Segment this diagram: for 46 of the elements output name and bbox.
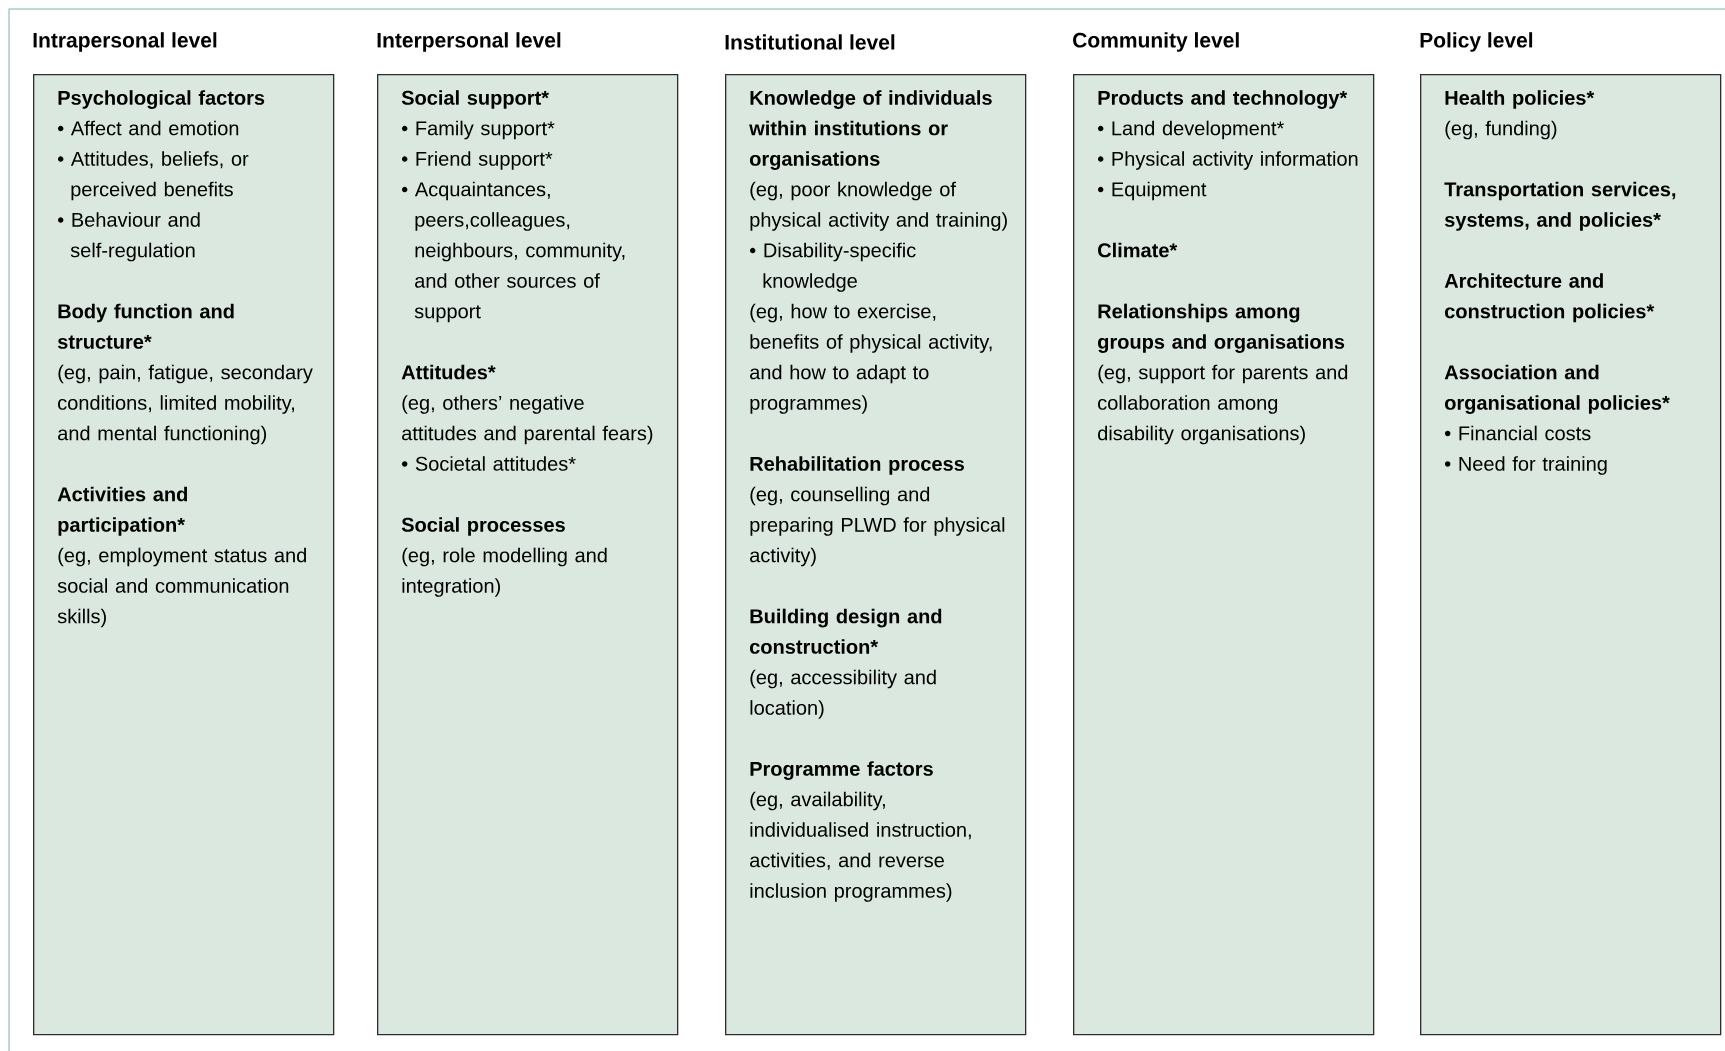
factor-heading: Transportation services, systems, and policies* bbox=[1444, 181, 1676, 231]
bullet-item: • Equipment bbox=[1098, 181, 1207, 201]
column-heading: Interpersonal level bbox=[377, 32, 561, 52]
factor-description: (eg, availability, individualised instruction, activities, and reverse inclusion programmes) bbox=[750, 791, 971, 902]
bullet-item: • Physical activity information bbox=[1098, 151, 1358, 170]
factor-heading: Attitudes* bbox=[401, 364, 496, 380]
bullet-item: • Friend support* bbox=[402, 151, 553, 170]
factor-heading: Products and technology* bbox=[1098, 90, 1348, 109]
column-heading: Policy level bbox=[1420, 32, 1533, 52]
bullet-item: • Affect and emotion bbox=[58, 120, 239, 136]
factor-description: (eg, counselling and preparing PLWD for physical activity) bbox=[750, 486, 1005, 567]
factor-description: (eg, accessibility and location) bbox=[750, 669, 936, 719]
factor-description: (eg, how to exercise, benefits of physical activity, and how to adapt to programmes) bbox=[750, 303, 992, 414]
bullet-item: • Need for training bbox=[1445, 456, 1607, 475]
factor-heading: Social processes bbox=[401, 517, 565, 536]
factor-description: (eg, poor knowledge of physical activity and training) bbox=[750, 181, 1007, 231]
factor-heading: Relationships among groups and organisations bbox=[1098, 303, 1345, 353]
factor-heading: Social support* bbox=[401, 90, 549, 109]
bullet-item: • Behaviour and self-regulation bbox=[58, 212, 200, 262]
factor-heading: Programme factors bbox=[750, 761, 933, 780]
factor-description: (eg, others’ negative attitudes and parental fears) bbox=[402, 395, 653, 445]
column-heading: Intrapersonal level bbox=[33, 32, 217, 52]
bullet-item: • Financial costs bbox=[1445, 425, 1591, 441]
column-heading: Community level bbox=[1073, 32, 1239, 52]
factor-description: (eg, funding) bbox=[1445, 120, 1557, 140]
factor-heading: Health policies* bbox=[1445, 90, 1595, 109]
factor-heading: Rehabilitation process bbox=[750, 456, 964, 475]
bullet-item: • Land development* bbox=[1098, 120, 1284, 140]
factor-description: (eg, role modelling and integration) bbox=[402, 547, 607, 597]
column-heading: Institutional level bbox=[725, 34, 895, 50]
factor-heading: Knowledge of individuals within institutions or organisations bbox=[749, 90, 992, 170]
factor-heading: Building design and construction* bbox=[750, 608, 942, 654]
factor-description: (eg, pain, fatigue, secondary conditions, limited mobility, and mental functioning) bbox=[58, 364, 313, 445]
factor-heading: Psychological factors bbox=[58, 90, 265, 109]
bullet-item: • Societal attitudes* bbox=[402, 456, 576, 471]
factor-description: (eg, employment status and social and communication skills) bbox=[57, 547, 306, 628]
bullet-item: • Acquaintances, peers,colleagues, neighbours, community, and other sources of support bbox=[402, 181, 625, 323]
bullet-item: • Family support* bbox=[402, 120, 555, 140]
factor-description: (eg, support for parents and collaboration among disability organisations) bbox=[1098, 364, 1348, 445]
factor-heading: Activities and participation* bbox=[57, 486, 188, 536]
factor-heading: Body function and structure* bbox=[57, 303, 234, 349]
bullet-item: • Attitudes, beliefs, or perceived benefits bbox=[58, 151, 249, 201]
bullet-item: • Disability-specific knowledge bbox=[750, 242, 916, 292]
factor-heading: Climate* bbox=[1098, 242, 1178, 258]
factor-heading: Architecture and construction policies* bbox=[1444, 273, 1655, 323]
factor-heading: Association and organisational policies* bbox=[1444, 364, 1670, 414]
